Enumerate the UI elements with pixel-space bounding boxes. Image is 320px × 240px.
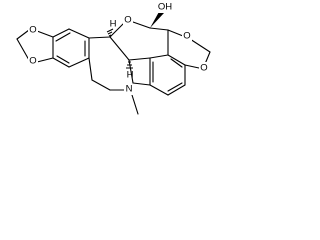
chemical-structure-diagram: O O O OH H H N O O	[16, 2, 211, 115]
atom-labels: O O O OH H H N O O	[28, 2, 209, 95]
oxygen-label-left-upper: O	[29, 25, 36, 36]
oxygen-label-right-lower: O	[200, 63, 207, 74]
oxygen-label-right-upper: O	[183, 31, 190, 42]
oxygen-label-left-lower: O	[29, 56, 36, 67]
oxygen-label-ring: O	[124, 15, 131, 26]
nitrogen-label: N	[126, 84, 133, 95]
right-dioxole-ring	[167, 29, 211, 69]
hashed-bond-lower-h	[126, 61, 133, 69]
azepine-ring	[88, 36, 139, 115]
right-benzene-ring	[132, 54, 186, 96]
hydrogen-label-upper: H	[110, 19, 117, 30]
pyran-ring	[109, 21, 169, 61]
stereo-bonds	[106, 10, 164, 69]
left-dioxole-ring	[16, 29, 54, 63]
hydrogen-label-lower: H	[127, 70, 134, 81]
hydroxyl-label: OH	[158, 2, 172, 13]
left-benzene-ring	[52, 28, 90, 68]
hashed-bond-upper-h	[106, 28, 114, 37]
wedge-bond-oh	[150, 10, 164, 28]
